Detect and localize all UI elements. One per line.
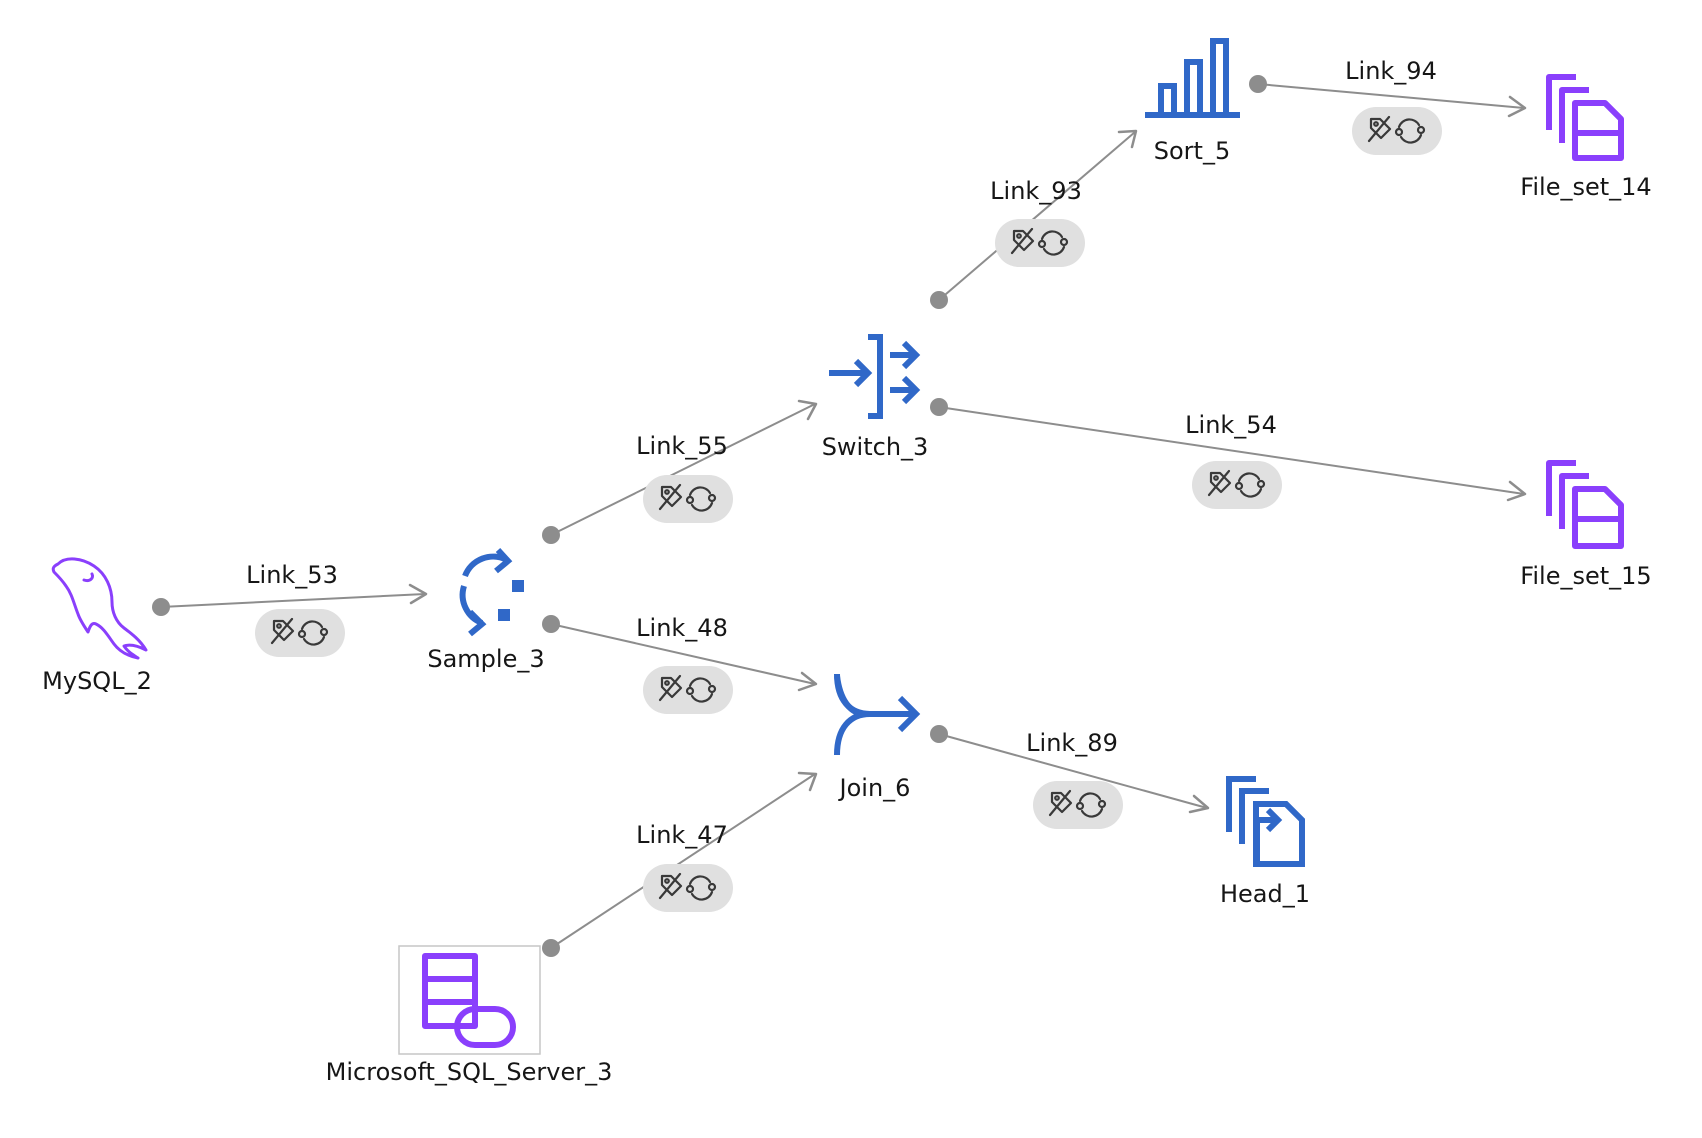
output-port[interactable] bbox=[930, 398, 948, 416]
node-sample[interactable]: Sample_3 bbox=[427, 547, 545, 673]
node-mysql[interactable]: MySQL_2 bbox=[42, 557, 152, 695]
output-port[interactable] bbox=[930, 291, 948, 309]
file-set-icon bbox=[1546, 460, 1624, 549]
output-port[interactable] bbox=[542, 939, 560, 957]
file-set-icon bbox=[1546, 74, 1624, 161]
node-label: File_set_15 bbox=[1520, 562, 1651, 590]
node-switch[interactable]: Switch_3 bbox=[822, 334, 929, 461]
link-53[interactable]: Link_53 bbox=[152, 561, 428, 657]
node-fileset-14[interactable]: File_set_14 bbox=[1520, 74, 1652, 201]
output-port[interactable] bbox=[542, 526, 560, 544]
link-badge[interactable] bbox=[1033, 781, 1123, 829]
node-fileset-15[interactable]: File_set_15 bbox=[1520, 460, 1652, 590]
link-label: Link_53 bbox=[246, 561, 338, 589]
node-mssql[interactable]: Microsoft_SQL_Server_3 bbox=[326, 945, 613, 1086]
link-label: Link_89 bbox=[1026, 729, 1118, 757]
join-icon bbox=[834, 673, 921, 756]
head-file-icon bbox=[1226, 776, 1305, 867]
output-port[interactable] bbox=[542, 615, 560, 633]
node-label: Microsoft_SQL_Server_3 bbox=[326, 1058, 613, 1086]
link-label: Link_93 bbox=[990, 177, 1082, 205]
output-port[interactable] bbox=[1249, 75, 1267, 93]
node-label: Join_6 bbox=[838, 774, 911, 802]
link-48[interactable]: Link_48 bbox=[542, 614, 818, 714]
link-badge[interactable] bbox=[1192, 461, 1282, 509]
node-head[interactable]: Head_1 bbox=[1220, 776, 1310, 908]
link-label: Link_54 bbox=[1185, 411, 1277, 439]
link-47[interactable]: Link_47 bbox=[542, 771, 818, 957]
node-join[interactable]: Join_6 bbox=[834, 673, 921, 802]
link-badge[interactable] bbox=[643, 475, 733, 523]
link-badge[interactable] bbox=[643, 864, 733, 912]
link-55[interactable]: Link_55 bbox=[542, 399, 818, 544]
link-label: Link_47 bbox=[636, 821, 728, 849]
node-label: File_set_14 bbox=[1520, 173, 1651, 201]
mysql-dolphin-icon bbox=[51, 557, 148, 660]
link-label: Link_94 bbox=[1345, 57, 1437, 85]
node-label: Head_1 bbox=[1220, 880, 1310, 908]
link-label: Link_48 bbox=[636, 614, 728, 642]
link-89[interactable]: Link_89 bbox=[930, 725, 1210, 829]
node-label: MySQL_2 bbox=[42, 667, 152, 695]
link-label: Link_55 bbox=[636, 432, 728, 460]
link-badge[interactable] bbox=[995, 219, 1085, 267]
node-label: Sort_5 bbox=[1154, 137, 1230, 165]
link-badge[interactable] bbox=[643, 666, 733, 714]
link-54[interactable]: Link_54 bbox=[930, 398, 1527, 509]
switch-icon bbox=[829, 334, 921, 419]
link-94[interactable]: Link_94 bbox=[1249, 57, 1527, 155]
node-sort[interactable]: Sort_5 bbox=[1145, 38, 1240, 165]
node-label: Switch_3 bbox=[822, 433, 929, 461]
link-badge[interactable] bbox=[1352, 107, 1442, 155]
output-port[interactable] bbox=[152, 598, 170, 616]
link-badge[interactable] bbox=[255, 609, 345, 657]
output-port[interactable] bbox=[930, 725, 948, 743]
selection-box bbox=[398, 945, 541, 1055]
link-93[interactable]: Link_93 bbox=[930, 129, 1138, 309]
database-icon bbox=[422, 953, 516, 1048]
sort-bar-chart-icon bbox=[1145, 38, 1240, 118]
node-label: Sample_3 bbox=[427, 645, 544, 673]
sample-icon bbox=[459, 547, 524, 637]
